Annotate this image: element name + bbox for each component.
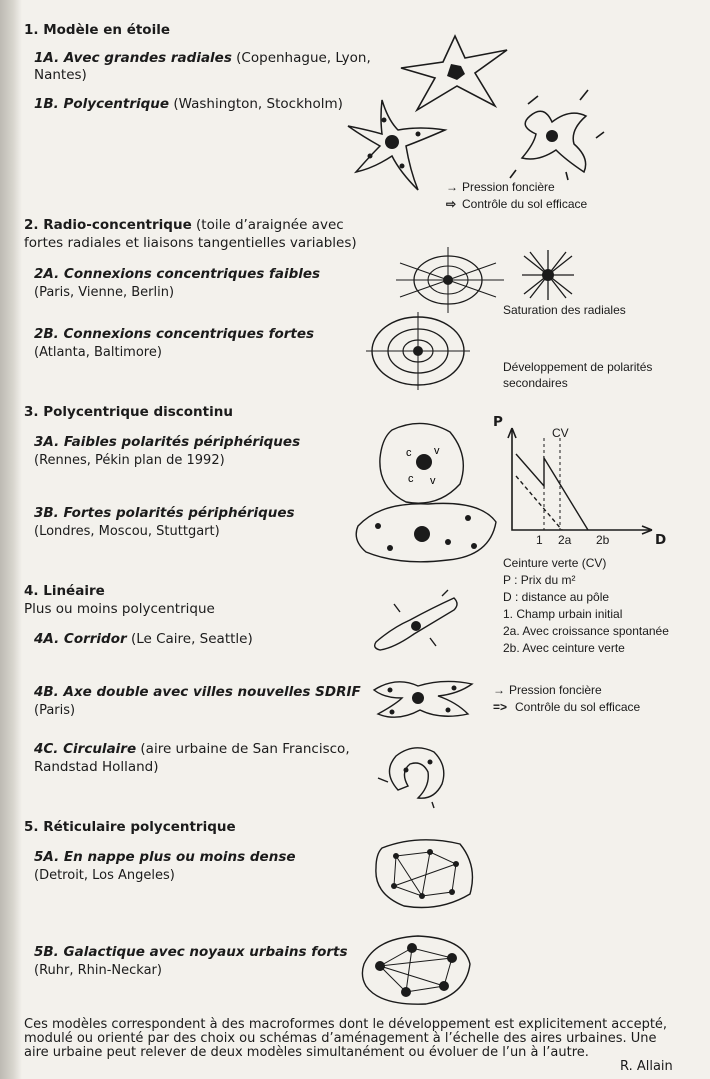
note-dev-2: secondaires bbox=[503, 376, 568, 390]
sketch-5b-galactic bbox=[361, 935, 471, 1005]
sketch-4c-circular bbox=[377, 747, 445, 809]
item-3a: 3A. Faibles polarités périphériques bbox=[34, 434, 301, 450]
sketch-1b-pressure bbox=[509, 89, 605, 181]
section-2-note: fortes radiales et liaisons tangentielle… bbox=[24, 235, 357, 251]
section-3-title: 3. Polycentrique discontinu bbox=[24, 404, 233, 420]
item-1a-cities-2: Nantes) bbox=[34, 67, 87, 83]
item-4c: 4C. Circulaire (aire urbaine de San Fran… bbox=[34, 741, 350, 757]
item-1a: 1A. Avec grandes radiales (Copenhague, L… bbox=[34, 50, 371, 66]
graph-axes bbox=[511, 428, 652, 531]
graph-caption-p: P : Prix du m² bbox=[503, 573, 576, 587]
graph-tick-1: 1 bbox=[536, 533, 543, 547]
item-4c-cities-2: Randstad Holland) bbox=[34, 759, 159, 775]
item-2a: 2A. Connexions concentriques faibles bbox=[34, 266, 321, 282]
item-5b-cities: (Ruhr, Rhin-Neckar) bbox=[34, 963, 162, 978]
legend-mid-control: =>Contrôle du sol efficace bbox=[493, 700, 641, 714]
note-dev-1: Développement de polarités bbox=[503, 360, 653, 374]
graph-y-label: P bbox=[493, 414, 503, 430]
footer-line-2: modulé ou orienté par des choix ou schém… bbox=[24, 1031, 657, 1046]
sketch-2a-web bbox=[396, 247, 504, 313]
note-saturation: Saturation des radiales bbox=[503, 303, 626, 317]
svg-text:c: c bbox=[406, 447, 412, 459]
footer-line-1: Ces modèles correspondent à des macrofor… bbox=[24, 1017, 668, 1032]
svg-text:v: v bbox=[434, 445, 440, 457]
sketch-1b-starfish bbox=[347, 99, 448, 191]
legend-mid-pressure: →Pression foncière bbox=[493, 683, 602, 697]
svg-text:v: v bbox=[430, 475, 436, 487]
section-4-note: Plus ou moins polycentrique bbox=[24, 601, 215, 617]
item-3b-cities: (Londres, Moscou, Stuttgart) bbox=[34, 524, 220, 539]
item-5b: 5B. Galactique avec noyaux urbains forts bbox=[34, 944, 348, 960]
footer-author: R. Allain bbox=[620, 1059, 673, 1074]
sketch-4a-corridor bbox=[373, 589, 458, 651]
graph-tick-2b: 2b bbox=[596, 533, 610, 547]
item-4a: 4A. Corridor (Le Caire, Seattle) bbox=[34, 631, 253, 647]
graph-caption-2a: 2a. Avec croissance spontanée bbox=[503, 624, 669, 638]
item-5a: 5A. En nappe plus ou moins dense bbox=[34, 849, 296, 865]
sketch-2b-concentric bbox=[366, 312, 470, 390]
graph-tick-2a: 2a bbox=[558, 533, 572, 547]
sketch-3b-blob bbox=[355, 502, 497, 563]
graph-caption-2b: 2b. Avec ceinture verte bbox=[503, 641, 625, 655]
svg-text:c: c bbox=[408, 473, 414, 485]
item-1b: 1B. Polycentrique (Washington, Stockholm… bbox=[34, 96, 343, 112]
section-5-title: 5. Réticulaire polycentrique bbox=[24, 819, 236, 835]
graph-x-label: D bbox=[655, 532, 667, 548]
graph-curve-2b bbox=[515, 453, 589, 531]
binding-shadow bbox=[0, 0, 22, 1079]
item-2b-cities: (Atlanta, Baltimore) bbox=[34, 345, 162, 360]
item-2a-cities: (Paris, Vienne, Berlin) bbox=[34, 285, 175, 300]
graph-caption-1: 1. Champ urbain initial bbox=[503, 607, 623, 621]
section-4-title: 4. Linéaire bbox=[24, 583, 105, 599]
sketch-3a-blob: c v c v bbox=[379, 422, 464, 504]
item-5a-cities: (Detroit, Los Angeles) bbox=[34, 868, 175, 883]
item-4b: 4B. Axe double avec villes nouvelles SDR… bbox=[34, 684, 361, 700]
legend-top-pressure: →Pression foncière bbox=[446, 180, 555, 194]
section-1-title: 1. Modèle en étoile bbox=[24, 22, 170, 38]
sketch-5a-network bbox=[375, 839, 474, 909]
item-4b-cities: (Paris) bbox=[34, 703, 76, 718]
item-3b: 3B. Fortes polarités périphériques bbox=[34, 505, 295, 521]
sketch-saturation bbox=[522, 250, 574, 300]
footer-line-3: aire urbaine peut relever de deux modèle… bbox=[24, 1045, 589, 1060]
sketch-1a-star bbox=[400, 34, 508, 113]
sketch-4b-double-axis bbox=[372, 680, 474, 718]
graph-caption-d: D : distance au pôle bbox=[503, 590, 610, 604]
graph-curve-2a bbox=[515, 475, 563, 531]
section-2-title: 2. Radio-concentrique (toile d’araignée … bbox=[24, 217, 344, 233]
item-2b: 2B. Connexions concentriques fortes bbox=[34, 326, 315, 342]
price-distance-graph bbox=[507, 427, 653, 535]
legend-top-control: ⇨Contrôle du sol efficace bbox=[446, 197, 588, 211]
graph-caption-cv: Ceinture verte (CV) bbox=[503, 556, 607, 570]
item-3a-cities: (Rennes, Pékin plan de 1992) bbox=[34, 453, 225, 468]
graph-cv-label: CV bbox=[552, 426, 569, 440]
